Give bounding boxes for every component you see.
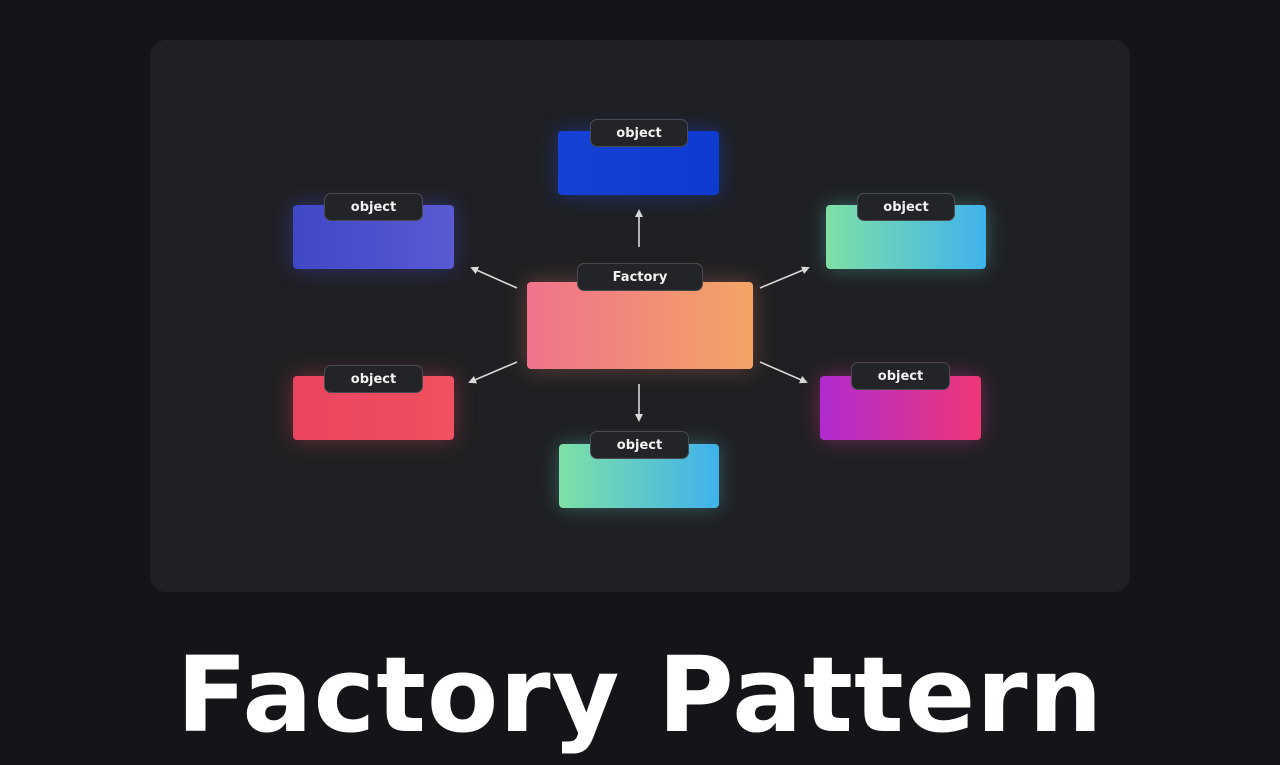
arrow-to-top-right	[759, 266, 810, 289]
page-title: Factory Pattern	[176, 634, 1104, 756]
object-label-bottom-left: object	[324, 365, 423, 393]
arrow-to-bottom-left	[468, 361, 518, 384]
object-label-top-left: object	[324, 193, 423, 221]
arrow-to-top-left	[470, 266, 518, 289]
object-label-bottom: object	[590, 431, 689, 459]
object-label-bottom-right: object	[851, 362, 950, 390]
arrow-to-bottom-right	[759, 361, 808, 384]
object-label-top-right: object	[857, 193, 955, 221]
object-label-top: object	[590, 119, 688, 147]
factory-label: Factory	[577, 263, 703, 291]
factory-node	[527, 282, 753, 369]
